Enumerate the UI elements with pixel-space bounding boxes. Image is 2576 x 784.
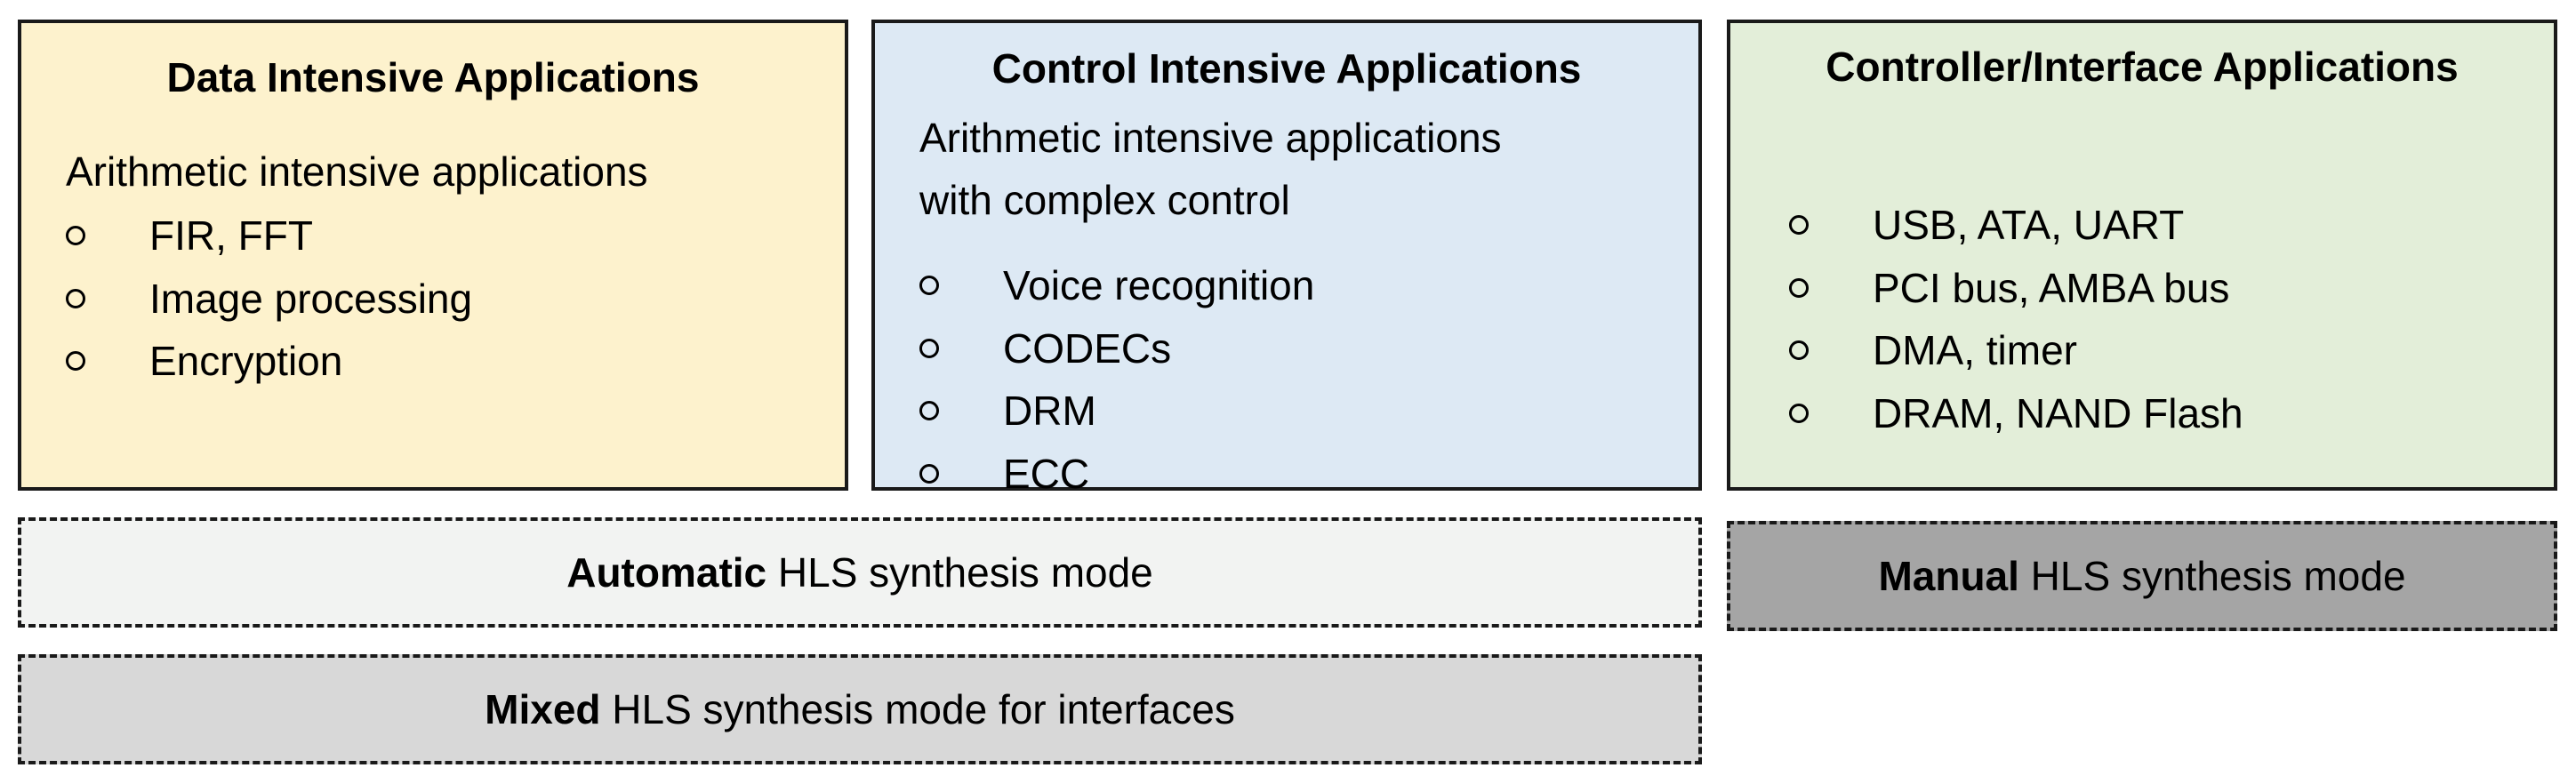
circle-bullet-icon <box>919 463 939 484</box>
list-item: DRAM, NAND Flash <box>1789 382 2243 445</box>
list-item: CODECs <box>919 317 1314 380</box>
data-intensive-title: Data Intensive Applications <box>166 54 700 100</box>
description-line: Arithmetic intensive applications <box>66 148 648 195</box>
controller-interface-title: Controller/Interface Applications <box>1826 44 2459 90</box>
circle-bullet-icon <box>919 338 939 358</box>
automatic-mode-text: HLS synthesis mode <box>766 549 1153 596</box>
manual-synthesis-mode-box: Manual HLS synthesis mode <box>1727 521 2557 631</box>
description-line: with complex control <box>919 177 1290 223</box>
data-intensive-box: Data Intensive Applications Arithmetic i… <box>18 20 848 491</box>
circle-bullet-icon <box>66 288 85 308</box>
list-item: PCI bus, AMBA bus <box>1789 257 2243 320</box>
controller-interface-list: USB, ATA, UART PCI bus, AMBA bus DMA, ti… <box>1789 194 2243 444</box>
automatic-mode-keyword: Automatic <box>566 549 767 596</box>
control-intensive-description: Arithmetic intensive applications with c… <box>919 107 1502 231</box>
mixed-synthesis-mode-box: Mixed HLS synthesis mode for interfaces <box>18 654 1702 764</box>
controller-interface-box: Controller/Interface Applications USB, A… <box>1727 20 2557 491</box>
manual-mode-keyword: Manual <box>1878 553 2019 599</box>
manual-mode-text: HLS synthesis mode <box>2018 553 2406 599</box>
control-intensive-box: Control Intensive Applications Arithmeti… <box>871 20 1702 497</box>
automatic-synthesis-mode-box: Automatic HLS synthesis mode <box>18 517 1702 628</box>
mixed-mode-text: HLS synthesis mode for interfaces <box>600 686 1235 732</box>
description-line: Arithmetic intensive applications <box>919 115 1502 161</box>
circle-bullet-icon <box>1789 277 1809 298</box>
list-item: Voice recognition <box>919 254 1314 317</box>
circle-bullet-icon <box>1789 403 1809 423</box>
list-item: Encryption <box>66 330 472 393</box>
control-intensive-list: Voice recognition CODECs DRM ECC <box>919 254 1314 505</box>
circle-bullet-icon <box>1789 340 1809 360</box>
circle-bullet-icon <box>919 276 939 295</box>
circle-bullet-icon <box>66 351 85 371</box>
control-intensive-title: Control Intensive Applications <box>991 45 1582 92</box>
circle-bullet-icon <box>919 401 939 420</box>
circle-bullet-icon <box>66 226 85 245</box>
list-item: USB, ATA, UART <box>1789 194 2243 257</box>
data-intensive-description: Arithmetic intensive applications <box>66 140 648 203</box>
list-item: DRM <box>919 380 1314 443</box>
mixed-mode-keyword: Mixed <box>485 686 601 732</box>
data-intensive-list: FIR, FFT Image processing Encryption <box>66 204 472 393</box>
list-item: DMA, timer <box>1789 319 2243 382</box>
list-item: ECC <box>919 443 1314 506</box>
circle-bullet-icon <box>1789 215 1809 235</box>
list-item: Image processing <box>66 268 472 331</box>
list-item: FIR, FFT <box>66 204 472 268</box>
